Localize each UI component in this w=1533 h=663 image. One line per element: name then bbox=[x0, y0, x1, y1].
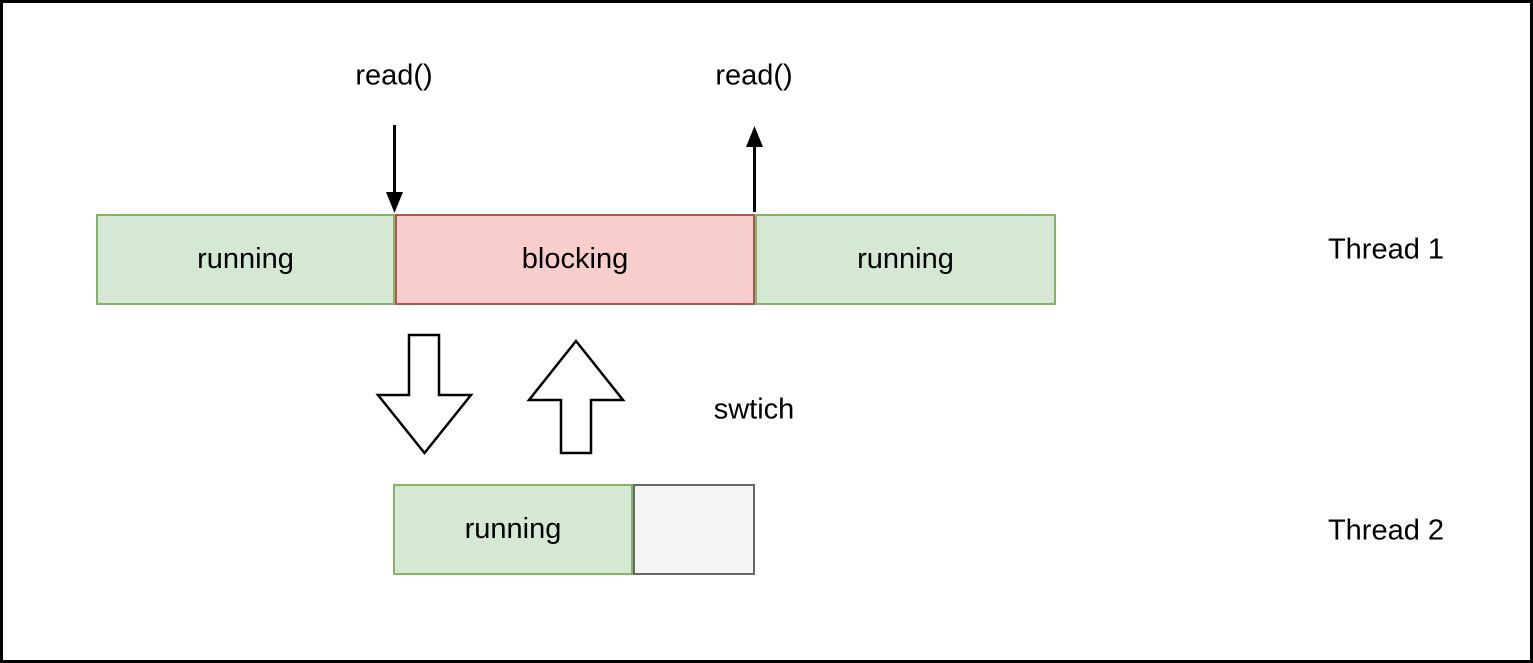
thread2-segment-running: running bbox=[393, 484, 633, 575]
thread2-segment-idle bbox=[633, 484, 755, 575]
thread1-segment-running-2: running bbox=[755, 214, 1056, 305]
thread2-name-label: Thread 2 bbox=[1327, 514, 1445, 547]
switch-up-block-arrow-icon bbox=[526, 338, 626, 455]
thread2-segment-running-label: running bbox=[464, 513, 562, 545]
read-call-return-label: read() bbox=[715, 59, 793, 92]
read-enter-down-arrow-icon bbox=[386, 125, 403, 213]
arrows-overlay bbox=[375, 125, 763, 455]
thread1-segment-running-2-label: running bbox=[857, 243, 954, 275]
thread1-name-label: Thread 1 bbox=[1327, 233, 1445, 266]
switch-label: swtich bbox=[713, 393, 795, 426]
read-return-up-arrow-icon bbox=[746, 126, 763, 212]
thread1-segment-blocking-label: blocking bbox=[521, 243, 629, 275]
read-call-enter-label: read() bbox=[355, 59, 433, 92]
switch-down-block-arrow-icon bbox=[375, 333, 474, 455]
thread1-segment-blocking: blocking bbox=[395, 214, 755, 305]
thread1-segment-running-1: running bbox=[96, 214, 395, 305]
thread1-segment-running-1-label: running bbox=[197, 243, 294, 275]
